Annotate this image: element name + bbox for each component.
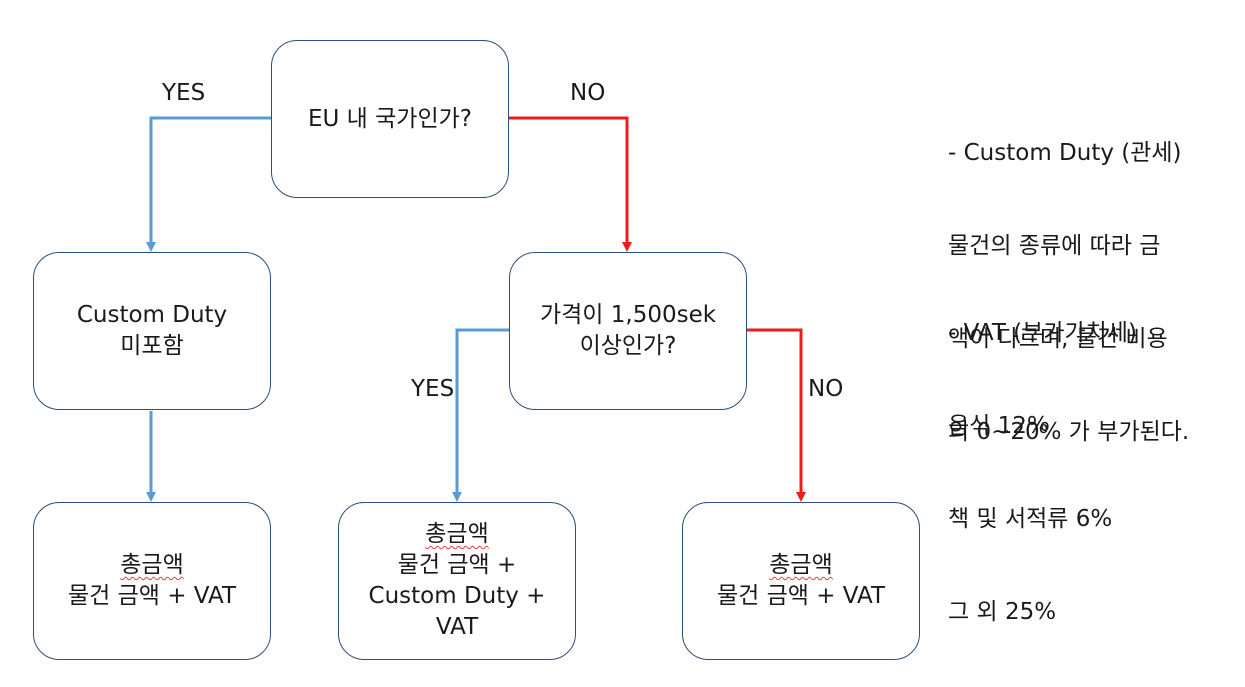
custom-duty-note: - Custom Duty (관세) 물건의 종류에 따라 금 액이 다르며, …	[948, 76, 1189, 479]
total-under-title: 총금액	[769, 552, 833, 578]
total-eu-node: 총금액 물건 금액 + VAT	[33, 502, 271, 660]
vat-note-line3: 책 및 서적류 6%	[948, 506, 1113, 532]
vat-note: - VAT (부가가치세) 음식 12% 책 및 서적류 6% 그 외 25%	[948, 256, 1137, 659]
price-question-node: 가격이 1,500sek 이상인가?	[509, 252, 747, 410]
no-label-top: NO	[570, 80, 606, 106]
yes-arrowhead-price	[452, 492, 462, 502]
no-arrowhead-price	[796, 492, 806, 502]
arrowhead-no-duty-to-total	[146, 492, 156, 502]
no-custom-duty-line1: Custom Duty	[76, 302, 228, 328]
custom-duty-note-line1: - Custom Duty (관세)	[948, 140, 1182, 166]
no-arrowhead-eu	[622, 242, 632, 252]
price-question-line2: 이상인가?	[579, 333, 677, 359]
total-over-title: 총금액	[425, 521, 489, 547]
total-eu-title: 총금액	[120, 552, 184, 578]
yes-arrowhead-eu	[146, 242, 156, 252]
vat-note-line1: - VAT (부가가치세)	[948, 320, 1137, 346]
total-over-threshold-node: 총금액 물건 금액 + Custom Duty + VAT	[338, 502, 576, 660]
yes-connector-eu	[149, 116, 271, 243]
total-over-line2: 물건 금액 +	[397, 552, 517, 578]
price-question-line1: 가격이 1,500sek	[539, 302, 717, 328]
custom-duty-note-line2: 물건의 종류에 따라 금	[948, 233, 1161, 259]
yes-connector-price	[455, 328, 509, 493]
yes-label-top: YES	[162, 80, 206, 106]
no-custom-duty-node: Custom Duty 미포함	[33, 252, 271, 410]
total-over-line3: Custom Duty +	[368, 583, 546, 609]
no-connector-eu	[509, 116, 629, 243]
vat-note-line2: 음식 12%	[948, 413, 1049, 439]
total-eu-formula: 물건 금액 + VAT	[67, 583, 237, 609]
eu-question-text: EU 내 국가인가?	[308, 105, 472, 132]
custom-duty-note-line3: 액이 다르며, 물건 비용	[948, 326, 1168, 352]
total-under-formula: 물건 금액 + VAT	[716, 583, 886, 609]
vat-note-line4: 그 외 25%	[948, 599, 1057, 625]
total-over-line4: VAT	[435, 614, 479, 640]
total-under-threshold-node: 총금액 물건 금액 + VAT	[682, 502, 920, 660]
no-connector-price	[747, 328, 803, 493]
yes-label-mid: YES	[411, 376, 455, 402]
no-custom-duty-line2: 미포함	[120, 333, 184, 359]
custom-duty-note-line4: 의 0~20% 가 부가된다.	[948, 419, 1190, 445]
no-label-mid: NO	[808, 376, 844, 402]
eu-country-question-node: EU 내 국가인가?	[271, 40, 509, 198]
